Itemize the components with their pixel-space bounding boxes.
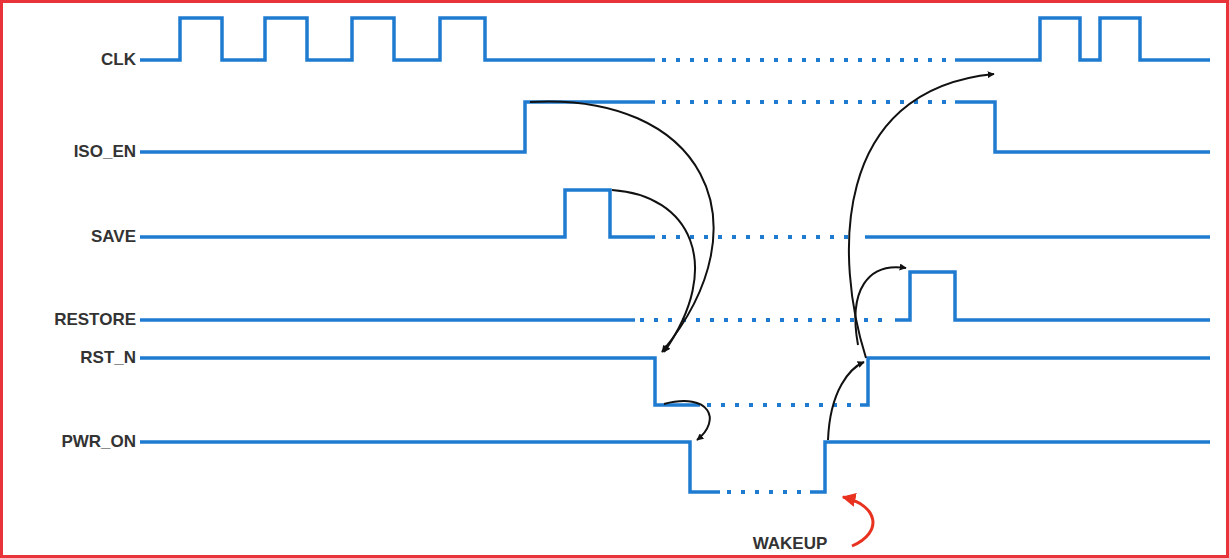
restore-waveform bbox=[895, 272, 1210, 320]
wakeup-arrow bbox=[843, 497, 873, 546]
gap-dotted-line bbox=[662, 100, 950, 104]
rst-n-waveform bbox=[860, 358, 1210, 405]
causality-arrow bbox=[530, 101, 714, 352]
signal-name: PWR_ON bbox=[0, 432, 136, 452]
causality-arrow bbox=[849, 74, 994, 358]
gap-dotted-line bbox=[662, 58, 950, 62]
causality-arrow bbox=[612, 190, 695, 352]
pwr-on-waveform bbox=[140, 442, 720, 492]
gap-dotted-line bbox=[662, 235, 858, 239]
signal-name: ISO_EN bbox=[0, 142, 136, 162]
clk-waveform bbox=[955, 18, 1210, 60]
save-waveform bbox=[140, 190, 655, 237]
signal-name: CLK bbox=[0, 50, 136, 70]
pwr-on-waveform bbox=[810, 442, 1210, 492]
signal-name: RST_N bbox=[0, 348, 136, 368]
signal-name: SAVE bbox=[0, 227, 136, 247]
gap-dotted-line bbox=[727, 490, 805, 494]
signal-name: RESTORE bbox=[0, 310, 136, 330]
iso-en-waveform bbox=[955, 102, 1210, 152]
gap-dotted-line bbox=[640, 318, 890, 322]
rst-n-waveform bbox=[140, 358, 700, 405]
causality-arrow bbox=[664, 401, 710, 440]
causality-arrow bbox=[855, 267, 906, 345]
iso-en-waveform bbox=[140, 102, 655, 152]
restore-waveform bbox=[140, 318, 635, 322]
clk-waveform bbox=[140, 18, 655, 60]
save-waveform bbox=[865, 235, 1210, 239]
event-label: WAKEUP bbox=[730, 534, 850, 554]
causality-arrow bbox=[828, 362, 864, 440]
